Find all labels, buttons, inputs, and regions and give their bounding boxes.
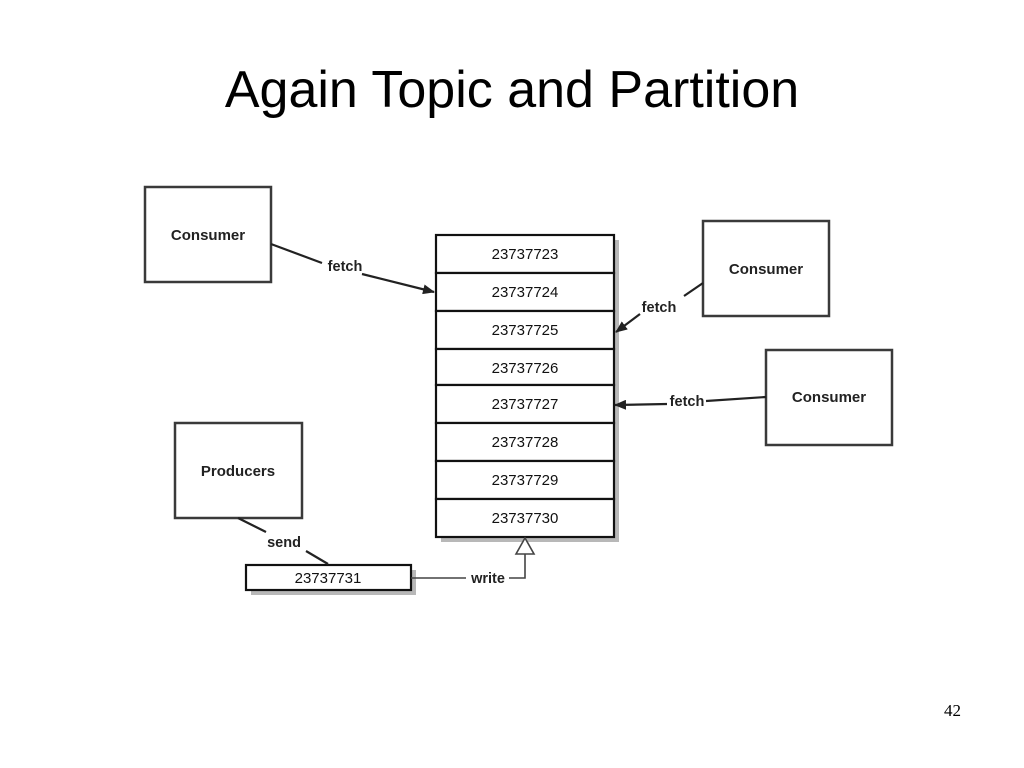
fetch-edge-label-2: fetch bbox=[642, 300, 677, 316]
write-edge: write bbox=[411, 536, 536, 587]
partition-offset-label: 23737730 bbox=[492, 510, 559, 527]
partition-cell-0: 23737723 bbox=[434, 233, 616, 275]
fetch-edge-label-1: fetch bbox=[328, 259, 363, 275]
fetch-edge-label-3: fetch bbox=[670, 394, 705, 410]
fetch-edge-3: fetch bbox=[614, 394, 767, 410]
new-message-offset-label: 23737731 bbox=[295, 570, 362, 587]
partition-offset-label: 23737728 bbox=[492, 434, 559, 451]
partition-log: 23737723 23737724 23737725 23737726 2373… bbox=[434, 233, 619, 542]
consumer-label-2: Consumer bbox=[729, 261, 803, 278]
slide-title: Again Topic and Partition bbox=[224, 61, 800, 119]
producers-node: Producers bbox=[173, 421, 304, 520]
send-edge-label: send bbox=[267, 535, 301, 551]
write-edge-label: write bbox=[470, 571, 505, 587]
partition-cell-3: 23737726 bbox=[434, 347, 616, 387]
write-arrow-triangle bbox=[514, 536, 536, 555]
consumer-label-1: Consumer bbox=[171, 227, 245, 244]
partition-cell-1: 23737724 bbox=[434, 271, 616, 313]
consumer-label-3: Consumer bbox=[792, 389, 866, 406]
partition-cell-7: 23737730 bbox=[434, 497, 616, 539]
page-number: 42 bbox=[944, 701, 961, 720]
new-message: 23737731 bbox=[244, 563, 416, 595]
fetch-edge-1: fetch bbox=[270, 242, 435, 295]
partition-offset-label: 23737729 bbox=[492, 472, 559, 489]
partition-offset-label: 23737724 bbox=[492, 284, 559, 301]
partition-offset-label: 23737727 bbox=[492, 396, 559, 413]
producers-label: Producers bbox=[201, 463, 275, 480]
fetch-edge-2: fetch bbox=[615, 282, 704, 333]
partition-cell-6: 23737729 bbox=[434, 459, 616, 501]
consumer-node-3: Consumer bbox=[764, 348, 894, 447]
send-edge: send bbox=[237, 517, 329, 565]
partition-cell-5: 23737728 bbox=[434, 421, 616, 463]
partition-cell-4: 23737727 bbox=[434, 383, 616, 425]
partition-cell-2: 23737725 bbox=[434, 309, 616, 351]
partition-offset-label: 23737723 bbox=[492, 246, 559, 263]
partition-offset-label: 23737726 bbox=[492, 360, 559, 377]
consumer-node-2: Consumer bbox=[701, 219, 831, 318]
consumer-node-1: Consumer bbox=[143, 185, 273, 284]
partition-offset-label: 23737725 bbox=[492, 322, 559, 339]
